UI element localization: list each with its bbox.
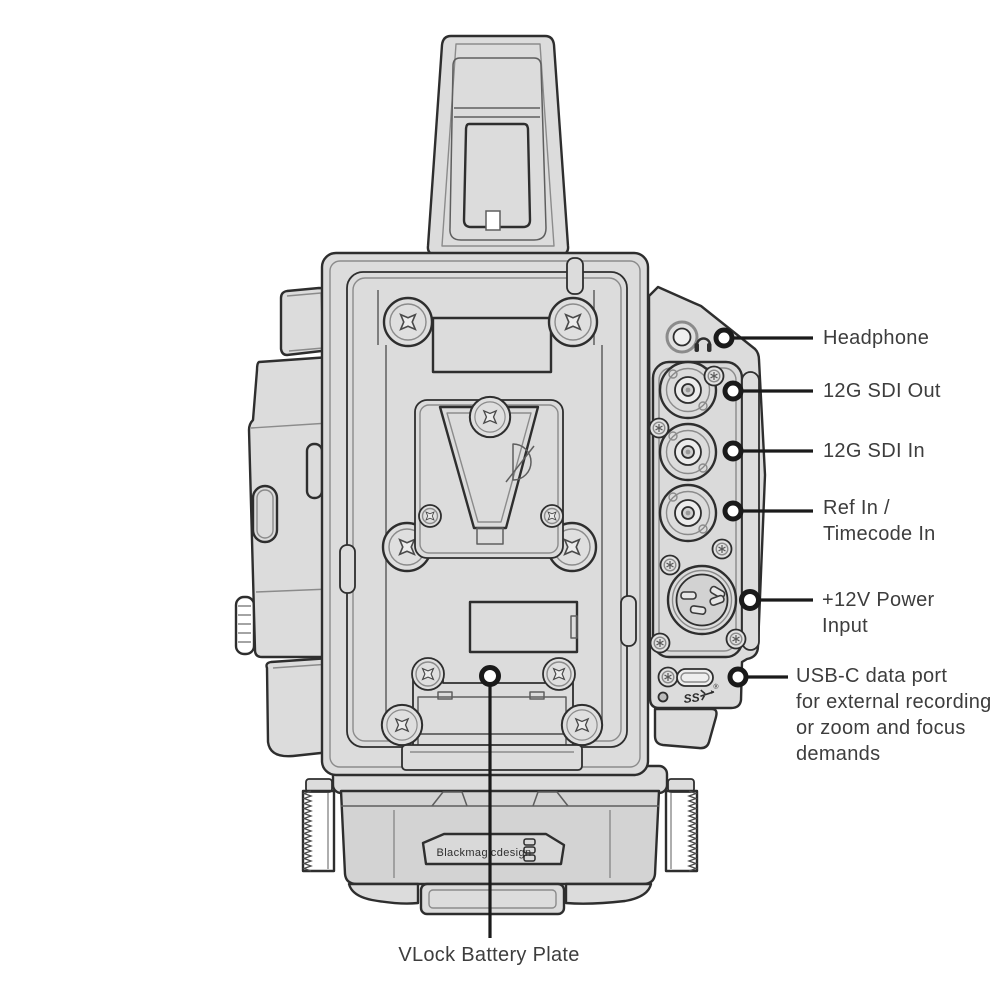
left-knurled-knob	[301, 778, 336, 873]
headphone-icon	[694, 337, 712, 352]
base-bottom-tab	[419, 882, 566, 916]
brand-logo-icon	[523, 838, 536, 862]
power-connector	[666, 564, 738, 636]
headphone-label: Headphone	[823, 327, 929, 349]
v-lock-wedge	[414, 397, 564, 559]
usb-c-port	[676, 668, 714, 687]
bnc-ref-in-connector	[658, 483, 718, 543]
battery-plate	[339, 257, 637, 771]
status-led	[657, 691, 669, 703]
camera-body	[320, 251, 650, 777]
sdi-out-leader-dot	[722, 380, 744, 402]
usb-c-label-line3: or zoom and focus	[796, 717, 966, 739]
ref-in-label-line1: Ref In /	[823, 497, 890, 519]
usb-speed-text: SS	[683, 690, 700, 706]
power-leader-dot	[739, 589, 761, 611]
power-label-line1: +12V Power	[822, 589, 935, 611]
sdi-out-label: 12G SDI Out	[823, 380, 941, 402]
sdi-in-leader-dot	[722, 440, 744, 462]
usb-c-leader-dot	[727, 666, 749, 688]
side-button	[251, 484, 279, 544]
ref-in-label-line2: Timecode In	[823, 523, 936, 545]
base-assembly: Blackmagicdesign	[301, 764, 699, 916]
sdi-in-label: 12G SDI In	[823, 440, 925, 462]
thumb-wheel	[234, 595, 256, 656]
right-knurled-knob	[664, 778, 699, 873]
usb-c-label-line4: demands	[796, 743, 880, 765]
handle-cutout	[462, 122, 532, 229]
usb-reg-mark: ®	[713, 682, 720, 691]
logo-plate: Blackmagicdesign	[421, 832, 566, 866]
vlock-leader-dot	[479, 665, 501, 687]
mounting-bracket	[382, 658, 602, 771]
top-handle	[426, 34, 570, 256]
headphone-leader-dot	[713, 327, 735, 349]
usb-speed-marking: SS ®	[683, 682, 720, 706]
vlock-label: VLock Battery Plate	[398, 944, 579, 966]
battery-connector-recess	[468, 600, 579, 654]
power-label-line2: Input	[822, 615, 868, 637]
left-side-assembly	[234, 286, 341, 758]
ref-in-leader-dot	[722, 500, 744, 522]
brand-logo-text: Blackmagicdesign	[436, 847, 531, 859]
usb-c-label-line2: for external recording	[796, 691, 992, 713]
plate-label-recess	[431, 316, 553, 374]
callout-leaders	[479, 327, 813, 938]
headphone-jack	[665, 320, 699, 354]
callout-labels: Headphone 12G SDI Out 12G SDI In Ref In …	[398, 327, 991, 966]
usb-c-label-line1: USB-C data port	[796, 665, 947, 687]
